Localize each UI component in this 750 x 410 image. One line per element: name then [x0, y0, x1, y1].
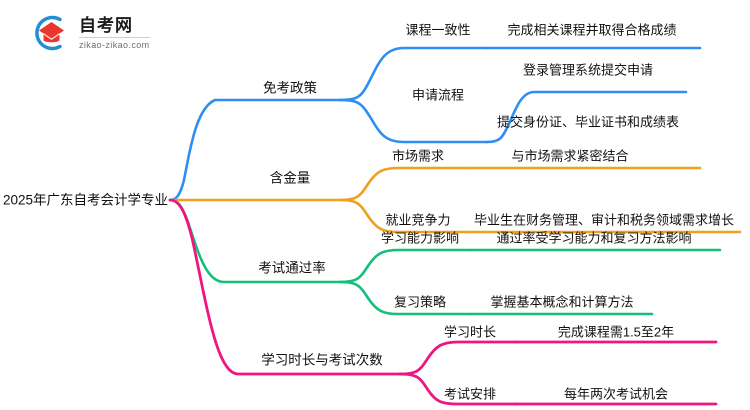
mindmap-detail-branch-2-child-2-1[interactable]: 毕业生在财务管理、审计和税务领域需求增长: [473, 212, 735, 228]
logo-mark-icon: [30, 12, 72, 54]
mindmap-node-branch-3[interactable]: 考试通过率: [258, 260, 326, 276]
mindmap-node-branch-1-child-1[interactable]: 课程一致性: [405, 22, 471, 38]
mindmap-node-branch-4-child-2[interactable]: 考试安排: [443, 386, 497, 402]
logo-text: 自考网 zikao-zikao.com: [79, 17, 150, 50]
mindmap-node-branch-4-child-1[interactable]: 学习时长: [443, 324, 497, 340]
mindmap-detail-branch-1-child-2-2[interactable]: 提交身份证、毕业证书和成绩表: [496, 114, 680, 130]
mindmap-detail-branch-4-child-1-1[interactable]: 完成课程需1.5至2年: [557, 324, 675, 340]
branch-connectors-blue: [168, 46, 702, 202]
mindmap-detail-branch-2-child-1-1[interactable]: 与市场需求紧密结合: [511, 148, 629, 164]
mindmap-node-branch-2-child-1[interactable]: 市场需求: [391, 148, 445, 164]
logo-title: 自考网: [79, 17, 150, 38]
site-logo: 自考网 zikao-zikao.com: [30, 10, 210, 56]
mindmap-root-node[interactable]: 2025年广东自考会计学专业: [2, 192, 168, 208]
mindmap-node-branch-3-child-2[interactable]: 复习策略: [393, 294, 447, 310]
logo-domain: zikao-zikao.com: [79, 39, 150, 50]
mindmap-detail-branch-1-child-1-1[interactable]: 完成相关课程并取得合格成绩: [507, 22, 677, 38]
mindmap-node-branch-1-child-2[interactable]: 申请流程: [411, 87, 465, 103]
branch-connectors-pink: [168, 198, 718, 406]
mindmap-detail-branch-3-child-1-1[interactable]: 通过率受学习能力和复习方法影响: [496, 230, 692, 246]
mindmap-node-branch-2[interactable]: 含金量: [269, 170, 311, 186]
mindmap-detail-branch-4-child-2-1[interactable]: 每年两次考试机会: [563, 386, 669, 402]
branch-connectors-orange: [168, 166, 742, 234]
mindmap-detail-branch-1-child-2-1[interactable]: 登录管理系统提交申请: [522, 62, 654, 78]
mindmap-node-branch-3-child-1[interactable]: 学习能力影响: [380, 230, 460, 246]
mindmap-detail-branch-3-child-2-1[interactable]: 掌握基本概念和计算方法: [490, 294, 634, 310]
mindmap-node-branch-4[interactable]: 学习时长与考试次数: [261, 352, 383, 368]
mindmap-node-branch-2-child-2[interactable]: 就业竞争力: [385, 212, 451, 228]
mindmap-node-branch-1[interactable]: 免考政策: [263, 80, 317, 96]
